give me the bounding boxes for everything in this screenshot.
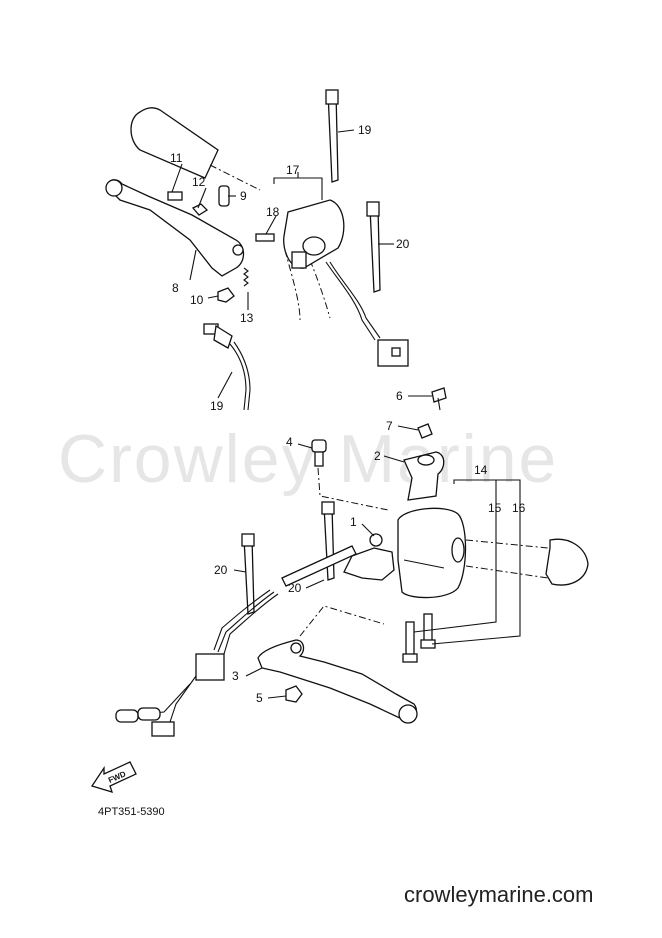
callout-10: 10 <box>190 293 204 307</box>
handlebar-grip-right <box>545 538 589 586</box>
callout-19: 19 <box>210 399 224 413</box>
diagram-code: 4PT351-5390 <box>98 806 165 818</box>
nut-12 <box>191 203 209 216</box>
pin-9 <box>218 185 230 207</box>
callout-14: 14 <box>474 463 488 477</box>
lever-holder-1 <box>343 547 395 581</box>
callout-15: 15 <box>488 501 502 515</box>
callout-20a: 19 <box>358 123 372 137</box>
callout-17: 17 <box>286 163 300 177</box>
callout-12: 12 <box>192 175 206 189</box>
wire-harness <box>213 589 271 651</box>
cable-tie-20c <box>323 505 335 581</box>
callout-20c: 20 <box>214 563 228 577</box>
callout-9: 9 <box>240 189 247 203</box>
callout-20d: 20 <box>288 581 302 595</box>
callout-11: 11 <box>170 151 183 165</box>
terminal-b <box>115 709 139 723</box>
callout-13: 13 <box>240 311 254 325</box>
connector-lower <box>195 653 225 681</box>
cable-tie-20b <box>369 207 381 293</box>
callout-1: 1 <box>350 515 357 529</box>
callout-16: 16 <box>512 501 526 515</box>
nut-7 <box>417 423 433 439</box>
screw-18 <box>255 233 275 242</box>
nut-5 <box>285 685 303 703</box>
terminal-a <box>151 721 175 737</box>
callout-6: 6 <box>396 389 403 403</box>
handlebar-grip-left <box>130 107 219 179</box>
screw-15 <box>405 621 415 657</box>
bolt-11 <box>167 191 183 201</box>
callout-3: 3 <box>232 669 239 683</box>
bolt-6 <box>431 387 447 403</box>
brake-lever-3 <box>257 639 418 721</box>
callout-20b: 20 <box>396 237 410 251</box>
nut-10 <box>217 287 235 303</box>
callout-8: 8 <box>172 281 179 295</box>
watermark: Crowley Marine <box>58 421 559 497</box>
centerline <box>209 164 261 191</box>
switch-wire <box>325 261 376 341</box>
cable-tie-20a <box>327 91 339 183</box>
bracket-2 <box>403 451 445 501</box>
callout-18: 18 <box>266 205 280 219</box>
hose <box>281 545 357 587</box>
callout-2: 2 <box>374 449 381 463</box>
bolt-4 <box>311 439 327 453</box>
site-name: crowleymarine.com <box>404 882 594 907</box>
switch-14 <box>397 507 467 599</box>
callout-4: 4 <box>286 435 293 449</box>
switch-17 <box>283 199 345 269</box>
callout-7: 7 <box>386 419 393 433</box>
spring-13 <box>243 267 249 287</box>
callout-5: 5 <box>256 691 263 705</box>
fwd-arrow-icon: FWD <box>90 761 137 793</box>
leader-lines <box>171 129 521 699</box>
